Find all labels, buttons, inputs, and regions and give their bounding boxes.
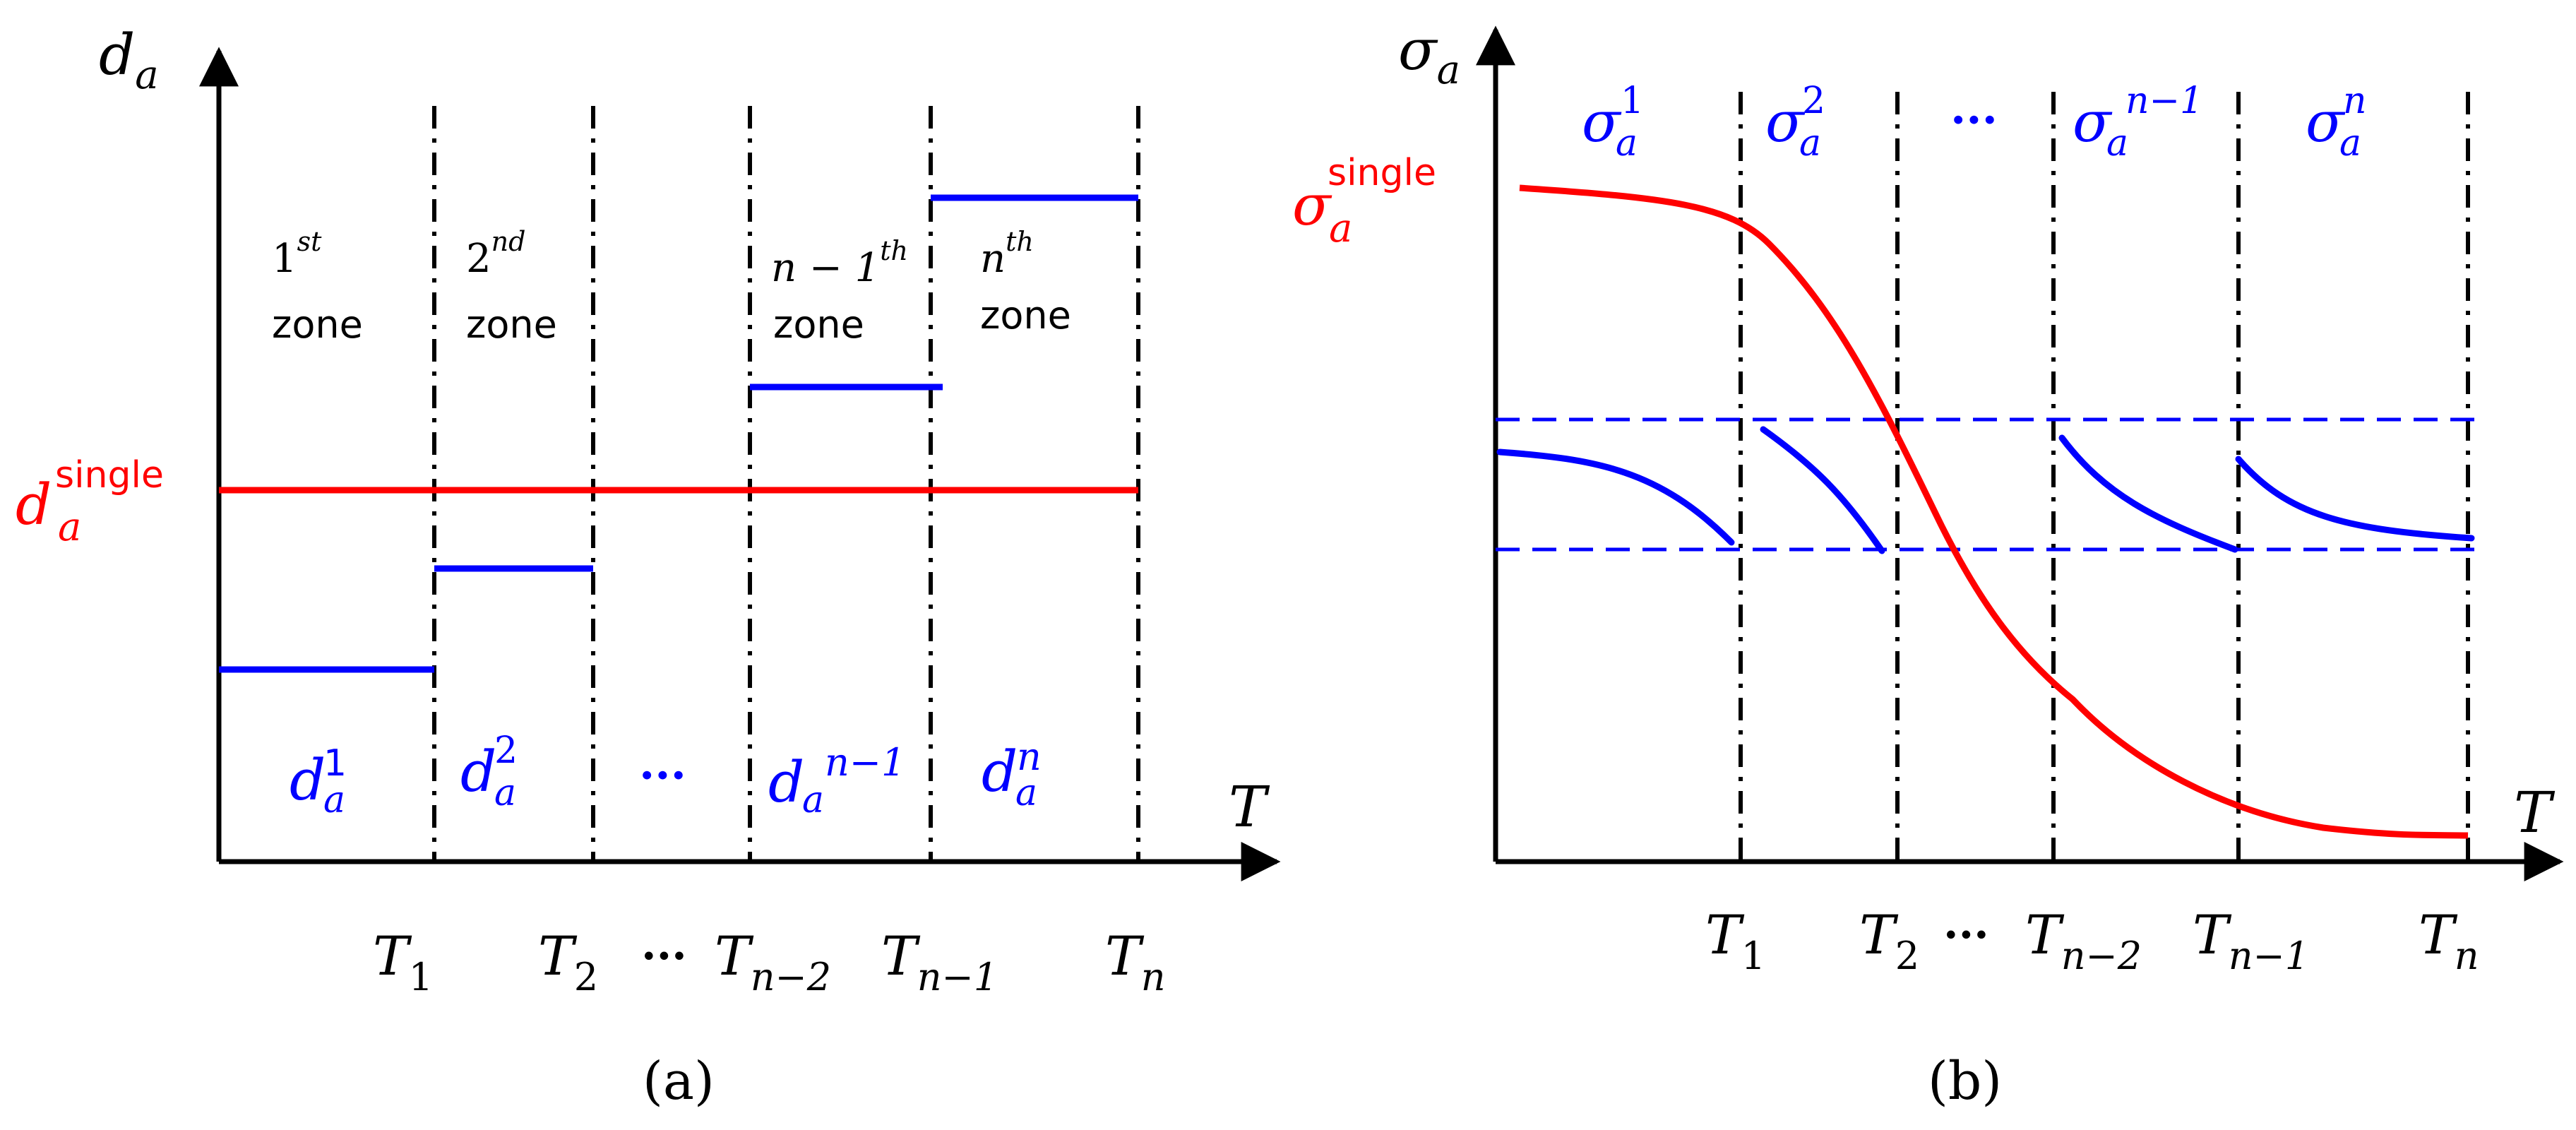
panel-b-zone-value-4: σan	[2306, 80, 2367, 165]
panel-a-zone-value-3: dan−1	[768, 740, 905, 821]
panel-a: da T d a single 1st zone 2nd zone n − 1t…	[16, 22, 1281, 1112]
panel-b-zone-curve-3	[2058, 434, 2238, 553]
panel-b-threshold-label-2: T2	[1859, 903, 1919, 978]
panel-a-zone-word-4: zone	[980, 293, 1071, 338]
panel-a-zone-label-1: 1st	[272, 226, 322, 282]
panel-b-threshold-label-3: Tn−2	[2025, 903, 2142, 978]
panel-b-x-label: T	[2514, 780, 2556, 845]
panel-a-threshold-label-2: T2	[538, 924, 598, 999]
panel-b-threshold-label-4: Tn−1	[2193, 903, 2309, 978]
panel-a-zone-label-3: n − 1th	[771, 235, 908, 291]
panel-a-threshold-label-5: Tn	[1105, 924, 1165, 999]
panel-b-single-curve	[1519, 184, 2469, 839]
panel-b-threshold-label-1: T1	[1705, 903, 1765, 978]
panel-a-zone-label-2: 2nd	[466, 226, 525, 282]
panel-a-zone-value-2: da2	[460, 730, 518, 814]
panel-a-single-label: d a single	[16, 454, 164, 550]
panel-b-zone-curve-4	[2235, 456, 2475, 542]
panel-b-threshold-label-5: Tn	[2419, 903, 2479, 978]
panel-a-caption: (a)	[643, 1051, 715, 1112]
panel-b-zone-curve-1	[1496, 448, 1735, 546]
panel-a-zone-value-4: dan	[982, 734, 1042, 814]
panel-b-threshold-ellipsis: ···	[1943, 909, 1989, 961]
panel-a-threshold-ellipsis: ···	[641, 930, 687, 982]
panel-a-x-label: T	[1229, 774, 1270, 840]
panel-a-threshold-label-4: Tn−1	[881, 924, 998, 999]
panel-b-y-label: σa	[1398, 17, 1460, 93]
panel-b-zone-value-ellipsis: ···	[1950, 94, 1998, 147]
panel-b-zone-value-2: σa2	[1765, 80, 1825, 165]
panel-a-zone-word-1: zone	[272, 302, 363, 347]
panel-a-threshold-label-1: T1	[373, 924, 433, 999]
panel-a-zone-label-4: nth	[980, 226, 1034, 282]
panel-b-zone-value-3: σan−1	[2073, 80, 2203, 165]
panel-b-single-label: σ a single	[1292, 152, 1436, 251]
panel-a-y-label: da	[99, 22, 159, 98]
panel-b-zone-curve-2	[1760, 426, 1885, 554]
panel-a-zone-word-2: zone	[466, 302, 557, 347]
panel-a-zone-value-1: da1	[290, 742, 347, 821]
panel-a-zone-value-ellipsis: ···	[639, 749, 686, 802]
panel-b: σa T σ a single σa1 σa2 ··· σan−1 σan T1…	[1292, 17, 2564, 1112]
panel-a-zone-word-3: zone	[773, 302, 864, 347]
panel-a-threshold-label-3: Tn−2	[715, 924, 831, 999]
panel-b-caption: (b)	[1928, 1051, 2002, 1112]
panel-b-zone-value-1: σa1	[1582, 80, 1644, 165]
